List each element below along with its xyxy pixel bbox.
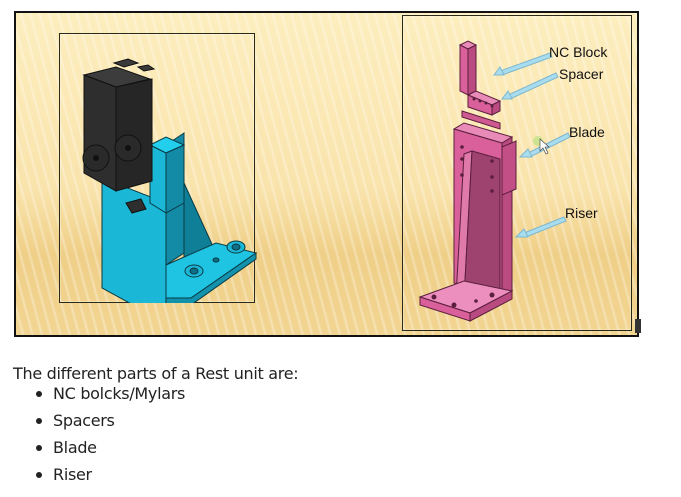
bullet-icon (36, 445, 42, 451)
label-nc-block: NC Block (549, 44, 608, 60)
parts-intro-text: The different parts of a Rest unit are: (13, 364, 299, 383)
rest-unit-assembly-render (82, 58, 258, 303)
list-item-label: Riser (53, 465, 92, 484)
bullet-icon (36, 472, 42, 478)
list-item-label: Spacers (53, 411, 115, 430)
label-blade: Blade (569, 124, 605, 140)
list-item: Blade (0, 434, 185, 461)
right-image-frame (402, 15, 632, 331)
rest-unit-exploded-render (418, 40, 571, 322)
rest-unit-figure: NC Block Spacer Blade Riser (14, 11, 641, 337)
list-item-label: Blade (53, 438, 97, 457)
list-item: NC bolcks/Mylars (0, 380, 185, 407)
image-edge-artifact (635, 319, 641, 333)
label-riser: Riser (565, 205, 598, 221)
bullet-icon (36, 418, 42, 424)
label-spacer: Spacer (559, 66, 604, 82)
parts-list: NC bolcks/Mylars Spacers Blade Riser (0, 380, 185, 488)
list-item-label: NC bolcks/Mylars (53, 384, 186, 403)
list-item: Spacers (0, 407, 185, 434)
bullet-icon (36, 391, 42, 397)
slide-image: NC Block Spacer Blade Riser (14, 11, 639, 337)
list-item: Riser (0, 461, 185, 488)
